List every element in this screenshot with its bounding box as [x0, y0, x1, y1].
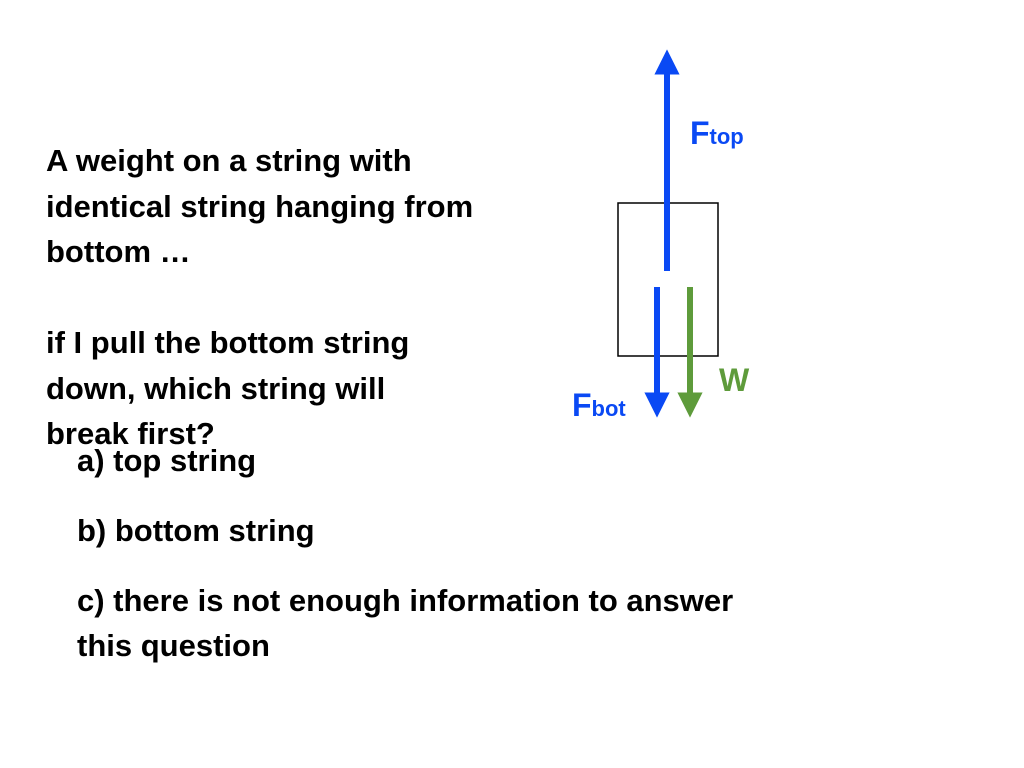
question-line: if I pull the bottom string — [46, 325, 410, 360]
answer-label-continued: this question — [77, 628, 270, 663]
force-subscript: bot — [591, 396, 626, 421]
question-line: A weight on a string with — [46, 143, 412, 178]
answer-label: a) top string — [77, 443, 257, 478]
answer-option-c[interactable]: c) there is not enough information to an… — [77, 578, 733, 668]
bottom-force-label: Fbot — [572, 387, 626, 424]
force-symbol: F — [572, 387, 592, 423]
answer-list: a) top string b) bottom string c) there … — [77, 438, 733, 668]
question-text: A weight on a string with identical stri… — [46, 138, 473, 457]
question-line: identical string hanging from — [46, 188, 474, 224]
answer-option-a[interactable]: a) top string — [77, 438, 733, 483]
answer-option-b[interactable]: b) bottom string — [77, 508, 733, 553]
force-subscript: top — [709, 124, 744, 149]
weight-label: W — [719, 362, 750, 398]
force-symbol: F — [690, 115, 710, 151]
question-line: bottom … — [46, 234, 191, 269]
question-line: down, which string will — [46, 370, 386, 406]
answer-label: b) bottom string — [77, 513, 315, 548]
question-line: break first? — [46, 416, 215, 451]
top-force-label: Ftop — [690, 115, 744, 152]
answer-label: c) there is not enough information to an… — [77, 583, 734, 618]
